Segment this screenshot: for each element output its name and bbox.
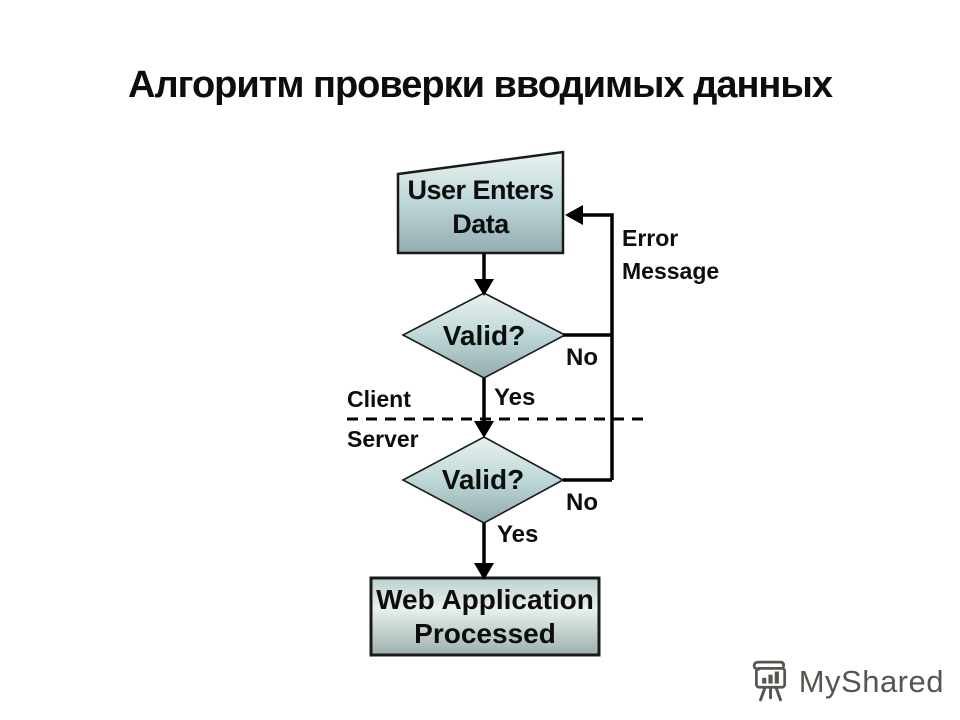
watermark: MyShared — [749, 660, 944, 704]
yes-client-label: Yes — [494, 384, 536, 411]
arrowhead-into-input — [565, 205, 583, 225]
manual-input-shape — [396, 150, 565, 255]
manual-input-label-line2: Data — [452, 208, 509, 239]
easel-chart-icon — [752, 660, 786, 702]
process-label: Web Application Processed — [371, 578, 599, 655]
arrowhead-into-valid-client — [474, 279, 494, 296]
arrowhead-into-processed — [474, 563, 494, 580]
manual-input-label: User Enters Data — [398, 160, 563, 253]
process-shape — [369, 576, 601, 657]
edge-error-loop — [582, 213, 614, 480]
yes-server-label: Yes — [497, 521, 539, 548]
error-message-label: Error Message — [622, 222, 719, 288]
no-server-label: No — [566, 489, 598, 516]
page-title: Алгоритм проверки вводимых данных — [128, 64, 833, 106]
no-client-label: No — [566, 344, 598, 371]
manual-input-label-line1: User Enters — [407, 174, 554, 205]
error-message-line2: Message — [622, 258, 720, 284]
watermark-text: MyShared — [798, 664, 944, 699]
arrowhead-into-valid-server — [474, 421, 494, 438]
decision-client-label: Valid? — [442, 319, 526, 351]
client-boundary-label: Client — [347, 386, 411, 412]
process-label-line2: Processed — [414, 617, 556, 649]
error-message-line1: Error — [622, 225, 679, 251]
process-label-line1: Web Application — [376, 583, 594, 615]
decision-server-label: Valid? — [441, 464, 525, 495]
server-boundary-label: Server — [347, 426, 419, 452]
